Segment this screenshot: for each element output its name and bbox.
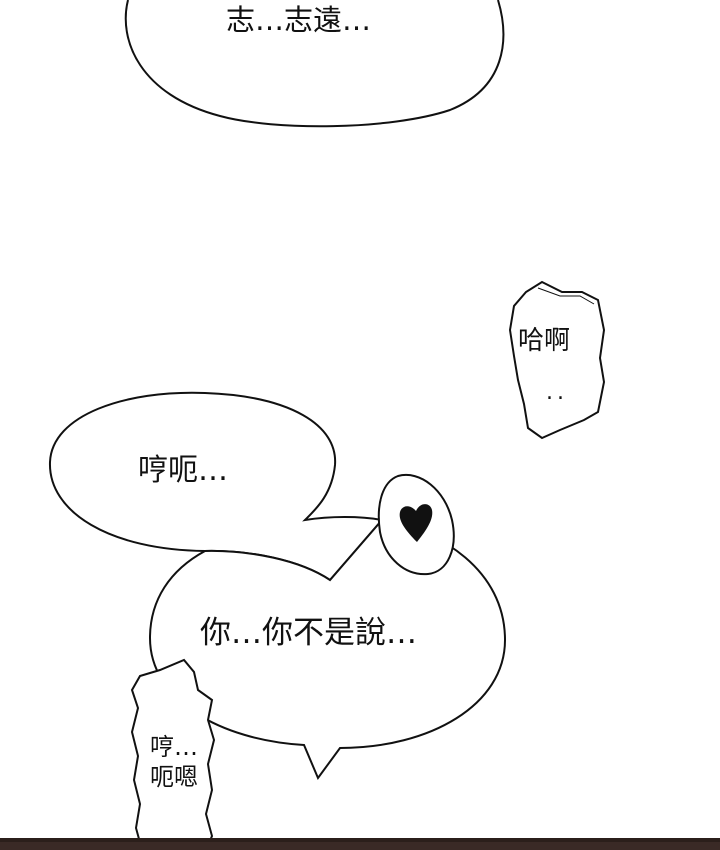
big-speech-bubble xyxy=(148,518,507,781)
vertical-bubble-text: 哼…呃嗯 xyxy=(150,733,198,791)
top-speech-bubble xyxy=(124,0,505,128)
left-bubble-text: 哼呃… xyxy=(138,453,228,488)
small-bubble-dots: .. xyxy=(546,380,568,405)
jagged-bubble-right xyxy=(508,280,606,440)
jagged-bubble-vertical xyxy=(130,658,216,850)
small-bubble-text: 哈啊 xyxy=(518,326,571,356)
heart-icon xyxy=(399,504,433,542)
bottom-image-strip xyxy=(0,838,720,850)
big-bubble-text: 你…你不是說… xyxy=(200,615,417,651)
top-bubble-text: 志…志遠… xyxy=(226,3,372,37)
